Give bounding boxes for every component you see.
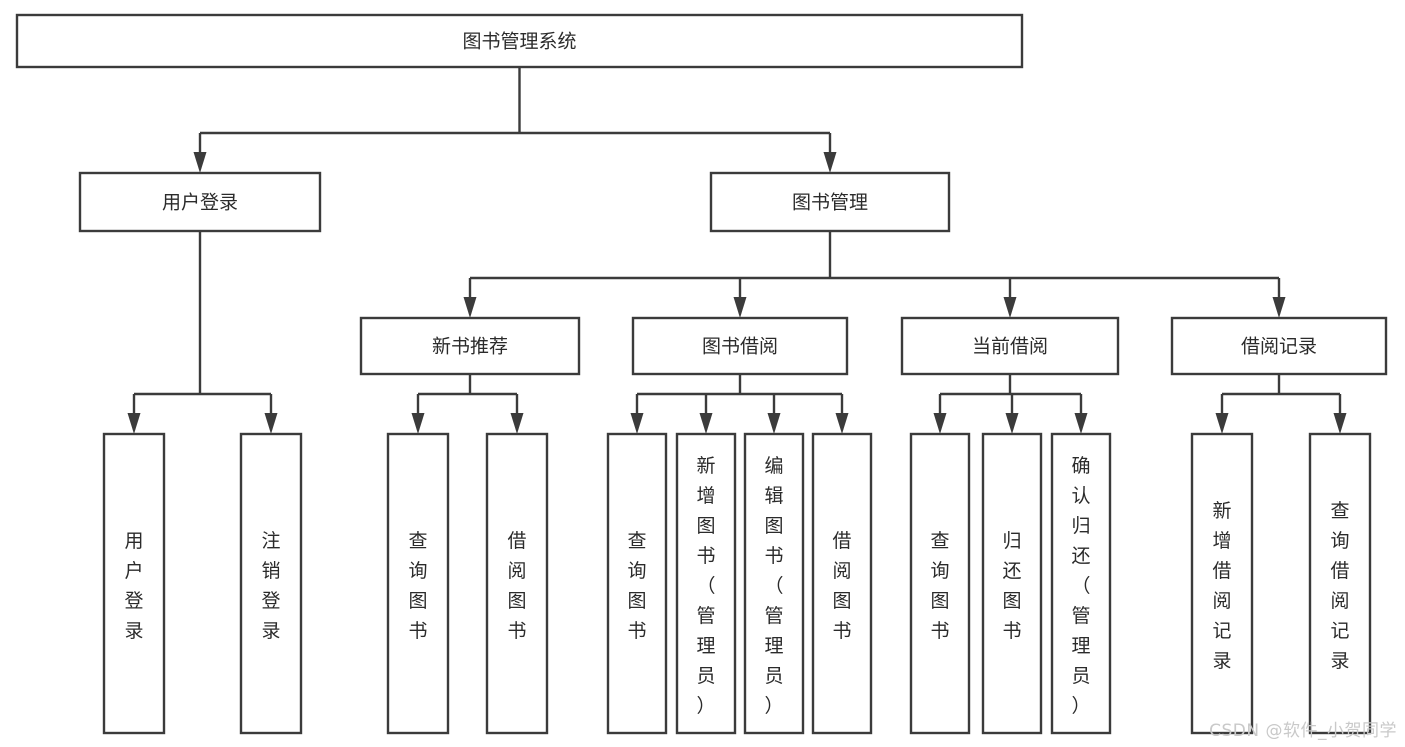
node-box-leaf-edit-book: [743, 432, 805, 735]
node-label-leaf-borrow-book-rec: 借阅图书: [507, 530, 526, 642]
node-leaf-return-book[interactable]: 归还图书: [981, 432, 1043, 735]
node-leaf-query-record[interactable]: 查询借阅记录: [1308, 432, 1372, 735]
node-label-leaf-logout: 注销登录: [261, 530, 280, 642]
node-box-leaf-query-book-current: [909, 432, 971, 735]
node-box-user-login: [78, 171, 322, 233]
node-label-user-login: 用户登录: [162, 192, 238, 214]
node-label-borrow-record: 借阅记录: [1241, 336, 1317, 358]
node-label-leaf-query-book-current: 查询图书: [930, 530, 949, 642]
node-box-leaf-user-login: [102, 432, 166, 735]
watermark-label: CSDN @软件_小贺同学: [1209, 721, 1397, 741]
connector-group-book-borrow: [630, 374, 849, 434]
node-layer: 图书管理系统用户登录图书管理新书推荐图书借阅当前借阅借阅记录用户登录注销登录查询…: [15, 13, 1388, 735]
node-label-leaf-borrow-book: 借阅图书: [832, 530, 851, 642]
node-label-leaf-add-record: 新增借阅记录: [1212, 500, 1231, 672]
node-box-leaf-borrow-book-rec: [485, 432, 549, 735]
connector-layer: [127, 67, 1347, 434]
node-box-leaf-logout: [239, 432, 303, 735]
node-box-new-book-rec: [359, 316, 581, 376]
node-leaf-borrow-book[interactable]: 借阅图书: [811, 432, 873, 735]
node-leaf-edit-book[interactable]: 编辑图书（管理员）: [743, 432, 805, 735]
node-current-borrow[interactable]: 当前借阅: [900, 316, 1120, 376]
node-label-leaf-query-book-borrow: 查询图书: [627, 530, 646, 642]
node-box-current-borrow: [900, 316, 1120, 376]
node-borrow-record[interactable]: 借阅记录: [1170, 316, 1388, 376]
node-leaf-add-record[interactable]: 新增借阅记录: [1190, 432, 1254, 735]
node-book-borrow[interactable]: 图书借阅: [631, 316, 849, 376]
node-box-root: [15, 13, 1024, 69]
node-label-leaf-user-login: 用户登录: [124, 530, 143, 642]
node-label-leaf-add-book: 新增图书（管理员）: [696, 455, 715, 717]
node-label-leaf-confirm-return: 确认归还（管理员）: [1071, 455, 1090, 717]
connector-group-user-login: [127, 231, 278, 434]
node-label-book-borrow: 图书借阅: [702, 336, 778, 358]
node-box-leaf-confirm-return: [1050, 432, 1112, 735]
connector-group-current-borrow: [933, 374, 1088, 434]
node-box-book-manage: [709, 171, 951, 233]
node-label-current-borrow: 当前借阅: [972, 336, 1048, 358]
node-leaf-add-book[interactable]: 新增图书（管理员）: [675, 432, 737, 735]
node-box-leaf-borrow-book: [811, 432, 873, 735]
node-label-leaf-edit-book: 编辑图书（管理员）: [764, 455, 783, 717]
node-book-manage[interactable]: 图书管理: [709, 171, 951, 233]
node-label-new-book-rec: 新书推荐: [432, 336, 508, 358]
connector-group-root: [193, 67, 837, 173]
node-label-leaf-query-book-rec: 查询图书: [408, 530, 427, 642]
node-leaf-user-login[interactable]: 用户登录: [102, 432, 166, 735]
node-box-leaf-return-book: [981, 432, 1043, 735]
connector-group-book-manage: [463, 231, 1286, 318]
connector-group-new-book-rec: [411, 374, 524, 434]
node-leaf-query-book-rec[interactable]: 查询图书: [386, 432, 450, 735]
node-leaf-logout[interactable]: 注销登录: [239, 432, 303, 735]
node-leaf-borrow-book-rec[interactable]: 借阅图书: [485, 432, 549, 735]
node-box-leaf-query-book-rec: [386, 432, 450, 735]
node-leaf-query-book-borrow[interactable]: 查询图书: [606, 432, 668, 735]
node-box-leaf-add-book: [675, 432, 737, 735]
node-box-leaf-query-book-borrow: [606, 432, 668, 735]
node-root[interactable]: 图书管理系统: [15, 13, 1024, 69]
node-box-borrow-record: [1170, 316, 1388, 376]
node-label-book-manage: 图书管理: [792, 192, 868, 214]
node-box-book-borrow: [631, 316, 849, 376]
node-leaf-confirm-return[interactable]: 确认归还（管理员）: [1050, 432, 1112, 735]
node-box-leaf-query-record: [1308, 432, 1372, 735]
node-label-root: 图书管理系统: [462, 31, 576, 53]
node-new-book-rec[interactable]: 新书推荐: [359, 316, 581, 376]
connector-group-borrow-record: [1215, 374, 1347, 434]
node-label-leaf-return-book: 归还图书: [1002, 530, 1021, 642]
node-label-leaf-query-record: 查询借阅记录: [1330, 500, 1349, 672]
node-user-login[interactable]: 用户登录: [78, 171, 322, 233]
node-box-leaf-add-record: [1190, 432, 1254, 735]
node-leaf-query-book-current[interactable]: 查询图书: [909, 432, 971, 735]
